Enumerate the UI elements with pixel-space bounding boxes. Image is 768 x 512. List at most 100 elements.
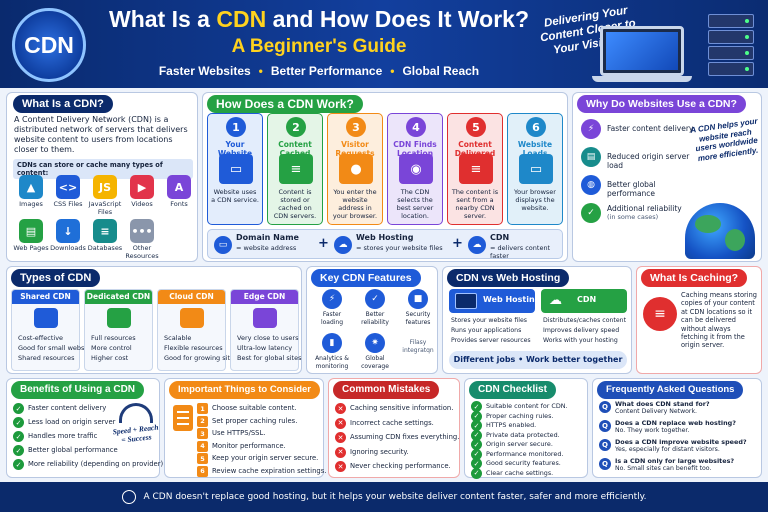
edge-network-icon [253, 308, 277, 328]
faq-question: What does CDN stand for? [615, 400, 710, 408]
hosting-item: Stores your website files [451, 317, 528, 324]
clipboard-line [177, 423, 189, 425]
header-banner: CDN What Is a CDN and How Does It Work? … [0, 0, 768, 88]
hosting-server-icon [455, 293, 477, 309]
list-item: ✕Incorrect cache settings. [335, 417, 459, 429]
list-item-text: Keep your origin server secure. [212, 454, 319, 462]
list-item: ✓More reliability (depending on provider… [13, 459, 163, 470]
list-item-text: Proper caching rules. [486, 411, 554, 420]
check-icon: ✓ [13, 459, 24, 470]
shared-server-icon [34, 308, 58, 328]
list-item-text: Clear cache settings. [486, 468, 554, 477]
feature-label: Filasy integratqn [402, 339, 434, 354]
analytics-icon: ▮ [322, 333, 342, 353]
step-title: CDN Finds Location [393, 140, 437, 158]
server-rack-icon [708, 62, 754, 76]
step-number: 5 [466, 117, 486, 137]
step-title: Content Delivered [455, 140, 496, 158]
global-gear-icon: ✷ [365, 333, 385, 353]
speed-icon: ⚡ [322, 289, 342, 309]
type-name: Cloud CDN [158, 290, 225, 304]
content-type-label: Downloads [50, 244, 86, 252]
web-hosting-label: Web Hosting [483, 295, 541, 304]
step-description: The CDN selects the best server location… [396, 188, 434, 220]
step-title: Content Cached [278, 140, 312, 158]
visitor-icon: ● [339, 154, 373, 184]
website-icon: ▭ [219, 154, 253, 184]
list-item: ✕Never checking performance. [335, 461, 459, 472]
globe-icon: ◍ [581, 175, 601, 195]
list-item-text: Choose suitable content. [212, 404, 297, 412]
hosting-item: Provides server resources [451, 337, 531, 344]
type-bullet: Ultra-low latency [237, 344, 293, 352]
faq-title: Frequently Asked Questions [597, 381, 744, 399]
tag-2: Better Performance [270, 64, 383, 78]
why-note: A CDN helps your website reach users wor… [689, 116, 759, 163]
question-icon: Q [599, 439, 611, 451]
step-number: 3 [346, 117, 366, 137]
step-description: Your browser displays the website. [514, 188, 556, 212]
cdn-vs-hosting-panel: CDN vs Web Hosting Web Hosting ☁ CDN Sto… [442, 266, 632, 374]
cdn-logo: CDN [12, 8, 86, 82]
terms-bar: ▭ Domain Name = website address + ☁ Web … [207, 229, 563, 260]
check-icon: ✓ [13, 403, 24, 414]
video-icon: ▶ [130, 175, 154, 199]
lock-icon: ■ [408, 289, 428, 309]
step-title: Website Loads [517, 140, 553, 158]
list-item-text: Set proper caching rules. [212, 416, 298, 425]
server-stack-icon: ≡ [279, 154, 313, 184]
type-name: Dedicated CDN [85, 290, 152, 304]
why-item-text: Additional reliability [607, 204, 682, 213]
list-item: ✕Assuming CDN fixes everything. [335, 432, 459, 443]
content-type-label: JavaScript Files [88, 200, 122, 216]
faq-answer: Yes, especially for distant visitors. [615, 446, 720, 453]
cdn-item: Distributes/caches content [543, 317, 626, 324]
database-icon: ≡ [93, 219, 117, 243]
check-icon: ✓ [13, 431, 24, 442]
faq-question: Is a CDN only for large websites? [615, 457, 735, 465]
list-item: ✓Origin server secure. [471, 439, 587, 450]
check-icon: ✓ [471, 439, 482, 450]
step-description: Website uses a CDN service. [211, 188, 259, 204]
step-title: Your Website [218, 140, 252, 158]
server-rack-icon [708, 46, 754, 60]
type-name: Shared CDN [12, 290, 79, 304]
server-load-icon: ▤ [581, 147, 601, 167]
type-bullet: Good for small websites [18, 344, 97, 352]
why-item-text: Faster content delivery [607, 124, 694, 133]
list-item-text: Review cache expiration settings. [212, 466, 327, 475]
list-item: ✓Private data protected. [471, 429, 587, 441]
laptop-icon [600, 26, 684, 76]
question-icon: Q [599, 420, 611, 432]
laptop-base [592, 76, 692, 82]
faq-answer: Content Delivery Network. [615, 408, 698, 415]
list-item-text: Suitable content for CDN. [486, 402, 568, 410]
key-features-title: Key CDN Features [311, 269, 421, 287]
images-icon: ▲ [19, 175, 43, 199]
list-item-text: Better global performance [28, 446, 118, 454]
footer-text: A CDN doesn't replace good hosting, but … [143, 492, 647, 502]
step-number: 1 [226, 117, 246, 137]
type-bullet: Good for growing sites [164, 354, 238, 362]
content-type-label: CSS Files [53, 200, 83, 208]
type-bullet: More control [91, 344, 132, 352]
term-domain-name: Domain Name [236, 233, 299, 242]
clipboard-line [177, 417, 189, 419]
type-bullet: Scalable [164, 334, 192, 342]
type-bullet: Higher cost [91, 354, 129, 362]
content-type-label: Images [19, 200, 43, 208]
type-bullet: Very close to users [237, 334, 299, 342]
globe-land [725, 229, 745, 251]
what-is-cdn-panel: What Is a CDN? A Content Delivery Networ… [6, 92, 198, 262]
type-bullet: Cost-effective [18, 334, 64, 342]
step-title: Visitor Requests [335, 140, 374, 158]
speedometer-icon [119, 403, 153, 423]
list-item-text: Handles more traffic [28, 432, 98, 440]
